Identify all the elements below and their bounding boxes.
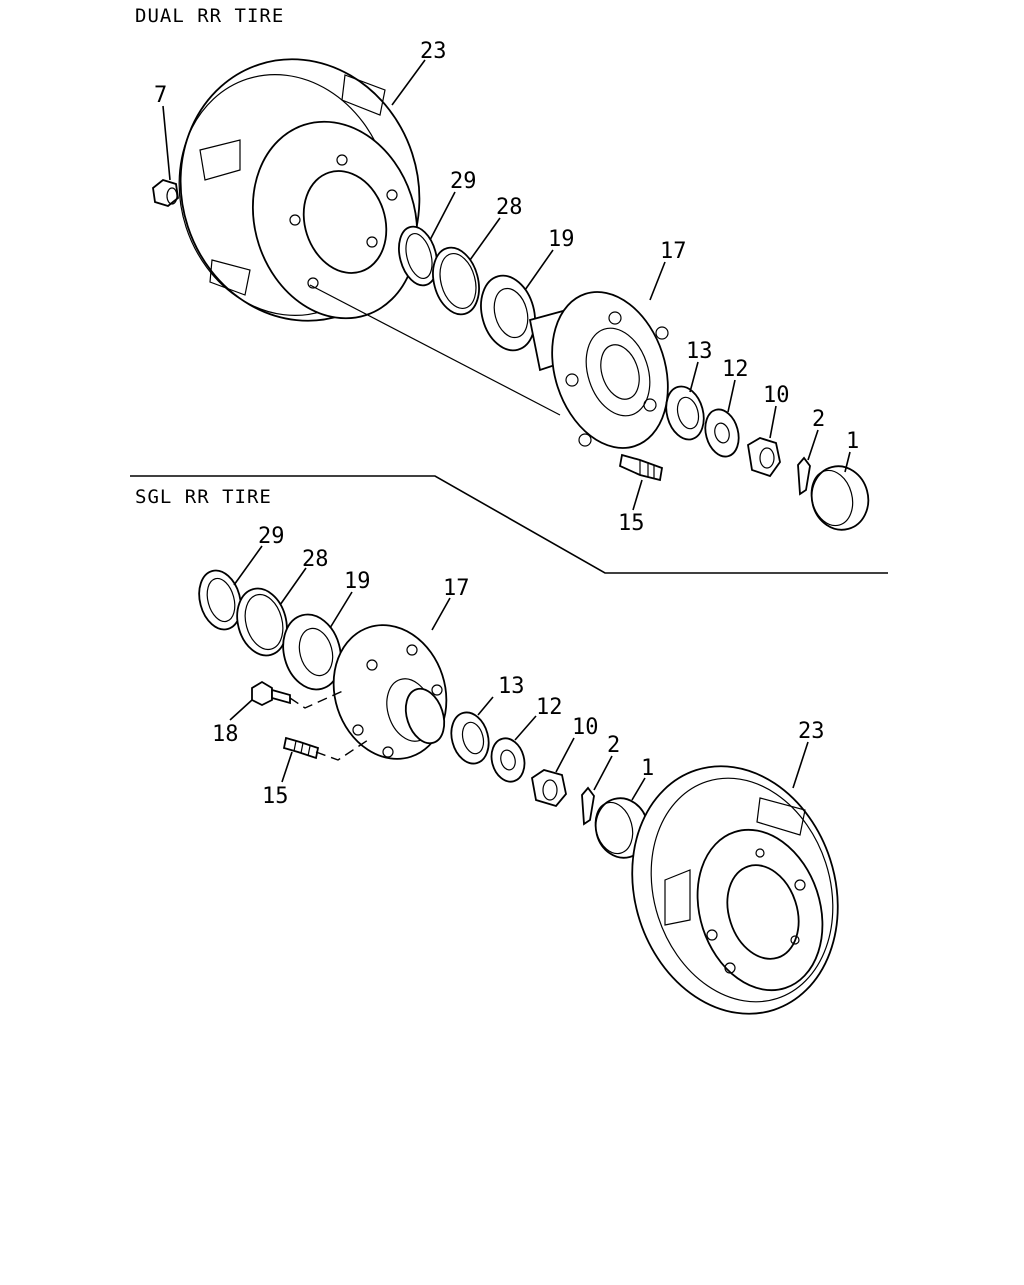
single-seal-outer-leader	[233, 545, 263, 586]
single-hub-bolt	[282, 736, 320, 760]
single-grease-cap-leader	[631, 777, 646, 801]
dual-hub-bolt-leader	[632, 479, 643, 511]
dual-hub-leader	[649, 261, 666, 301]
dual-hub-callout: 17	[660, 239, 687, 264]
single-seal-inner-callout: 28	[302, 547, 329, 572]
dual-seal-outer	[398, 225, 438, 287]
single-inner-bearing-leader	[329, 591, 353, 629]
dual-seal-inner-callout: 28	[496, 195, 523, 220]
single-outer-bearing-leader	[477, 696, 494, 716]
dual-inner-bearing-leader	[524, 249, 554, 291]
single-bolt-callout-leader	[229, 699, 253, 721]
dual-cotter-pin-callout: 2	[812, 407, 825, 432]
single-hub-bolt-dashed-leader	[315, 739, 369, 761]
single-cotter-pin-leader	[593, 755, 613, 791]
dual-nut-callout: 7	[154, 83, 167, 108]
single-castle-nut-leader	[555, 737, 575, 773]
single-seal-inner-leader	[279, 567, 307, 606]
single-grease-cap-callout: 1	[641, 756, 654, 781]
dual-grease-cap-leader	[844, 451, 851, 473]
single-seal-outer	[198, 569, 242, 631]
single-drum-callout: 23	[798, 719, 825, 744]
single-seal-inner	[236, 587, 288, 657]
dual-grease-cap	[810, 465, 870, 531]
single-section-heading: SGL RR TIRE	[135, 486, 272, 508]
dual-section-heading: DUAL RR TIRE	[135, 5, 284, 27]
dual-seal-inner-leader	[469, 217, 501, 261]
single-brake-drum	[631, 765, 839, 1015]
dual-drum-callout: 23	[420, 39, 447, 64]
dual-hub-bolt-callout: 15	[618, 511, 645, 536]
dual-cotter-pin	[797, 456, 811, 496]
single-bolt	[251, 680, 291, 707]
dual-drum-leader	[391, 59, 426, 106]
single-washer-leader	[514, 715, 537, 741]
single-bolt-callout: 18	[212, 722, 239, 747]
dual-grease-cap-callout: 1	[846, 429, 859, 454]
dual-washer	[704, 408, 740, 458]
dual-castle-nut	[747, 437, 781, 478]
single-wheel-hub	[332, 624, 448, 760]
dual-wheel-hub	[528, 291, 669, 449]
dual-outer-bearing-callout: 13	[686, 339, 713, 364]
dual-wheel-nut	[152, 178, 179, 208]
section-divider	[130, 475, 888, 574]
dual-seal-outer-callout: 29	[450, 169, 477, 194]
dual-seal-inner	[432, 246, 480, 316]
dual-castle-nut-callout: 10	[763, 383, 790, 408]
single-washer-callout: 12	[536, 695, 563, 720]
single-outer-bearing	[450, 711, 490, 765]
single-cotter-pin	[581, 786, 595, 826]
single-bolt-leader	[289, 689, 346, 709]
single-seal-outer-callout: 29	[258, 524, 285, 549]
dual-inner-bearing	[480, 274, 536, 352]
single-inner-bearing	[282, 613, 342, 691]
single-castle-nut	[531, 769, 567, 808]
single-cotter-pin-callout: 2	[607, 733, 620, 758]
single-hub-callout: 17	[443, 576, 470, 601]
single-hub-bolt-callout: 15	[262, 784, 289, 809]
single-hub-leader	[431, 597, 451, 631]
dual-washer-leader	[727, 379, 736, 413]
dual-seal-outer-leader	[429, 191, 456, 241]
dual-cotter-pin-leader	[807, 429, 819, 461]
single-outer-bearing-callout: 13	[498, 674, 525, 699]
single-washer	[490, 737, 526, 783]
dual-castle-nut-leader	[769, 405, 777, 439]
single-inner-bearing-callout: 19	[344, 569, 371, 594]
single-drum-leader	[792, 741, 809, 789]
dual-bolt-axis-line	[309, 284, 561, 416]
dual-outer-bearing	[665, 385, 705, 441]
dual-nut-leader	[162, 105, 171, 181]
dual-brake-drum	[178, 58, 421, 322]
single-castle-nut-callout: 10	[572, 715, 599, 740]
dual-hub-bolt	[618, 453, 664, 482]
dual-outer-bearing-leader	[689, 361, 699, 393]
dual-washer-callout: 12	[722, 357, 749, 382]
single-hub-bolt-callout-leader	[281, 751, 293, 783]
dual-inner-bearing-callout: 19	[548, 227, 575, 252]
